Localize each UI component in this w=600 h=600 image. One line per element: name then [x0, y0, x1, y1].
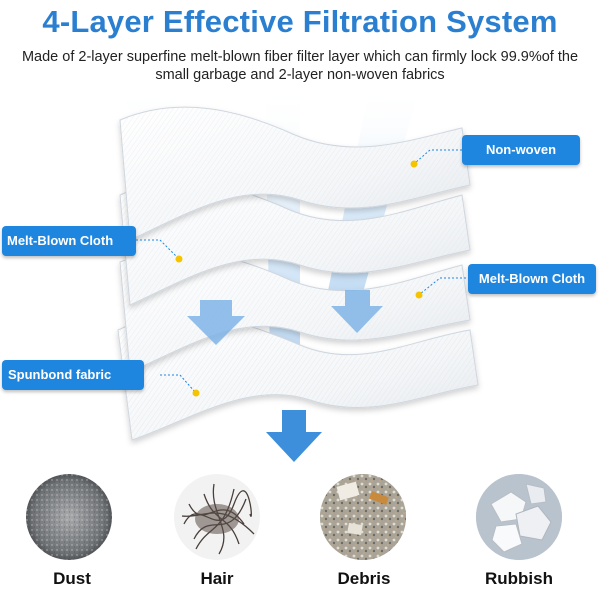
- layer-melt-blown-lower: [119, 250, 471, 373]
- flow-arrow-left: [187, 300, 245, 345]
- flow-arrow-right: [331, 290, 383, 333]
- caption-debris: Debris: [337, 569, 391, 588]
- output-arrow: [266, 410, 322, 462]
- caption-dust: Dust: [53, 569, 91, 588]
- hair-image: [174, 474, 260, 560]
- leader-spunbond: [160, 374, 196, 393]
- debris-image: [320, 474, 406, 560]
- label-melt-blown-left: Melt-Blown Cloth: [2, 226, 136, 256]
- leader-melt-blown-left: [128, 239, 179, 259]
- marker-spunbond: [192, 389, 200, 397]
- leader-non-woven: [414, 149, 462, 164]
- dust-image: [26, 474, 112, 560]
- marker-melt-blown-right: [415, 291, 423, 299]
- marker-non-woven: [410, 160, 418, 168]
- label-non-woven: Non-woven: [462, 135, 580, 165]
- caption-hair: Hair: [200, 569, 234, 588]
- marker-melt-blown-left: [175, 255, 183, 263]
- rubbish-image: [476, 474, 562, 560]
- layer-non-woven: [119, 106, 471, 241]
- page-title: 4-Layer Effective Filtration System: [42, 4, 558, 39]
- label-melt-blown-right: Melt-Blown Cloth: [468, 264, 596, 294]
- page-subtitle: Made of 2-layer superfine melt-blown fib…: [21, 49, 579, 83]
- label-spunbond: Spunbond fabric: [2, 360, 144, 390]
- leader-melt-blown-right: [419, 277, 470, 295]
- caption-rubbish: Rubbish: [485, 569, 553, 588]
